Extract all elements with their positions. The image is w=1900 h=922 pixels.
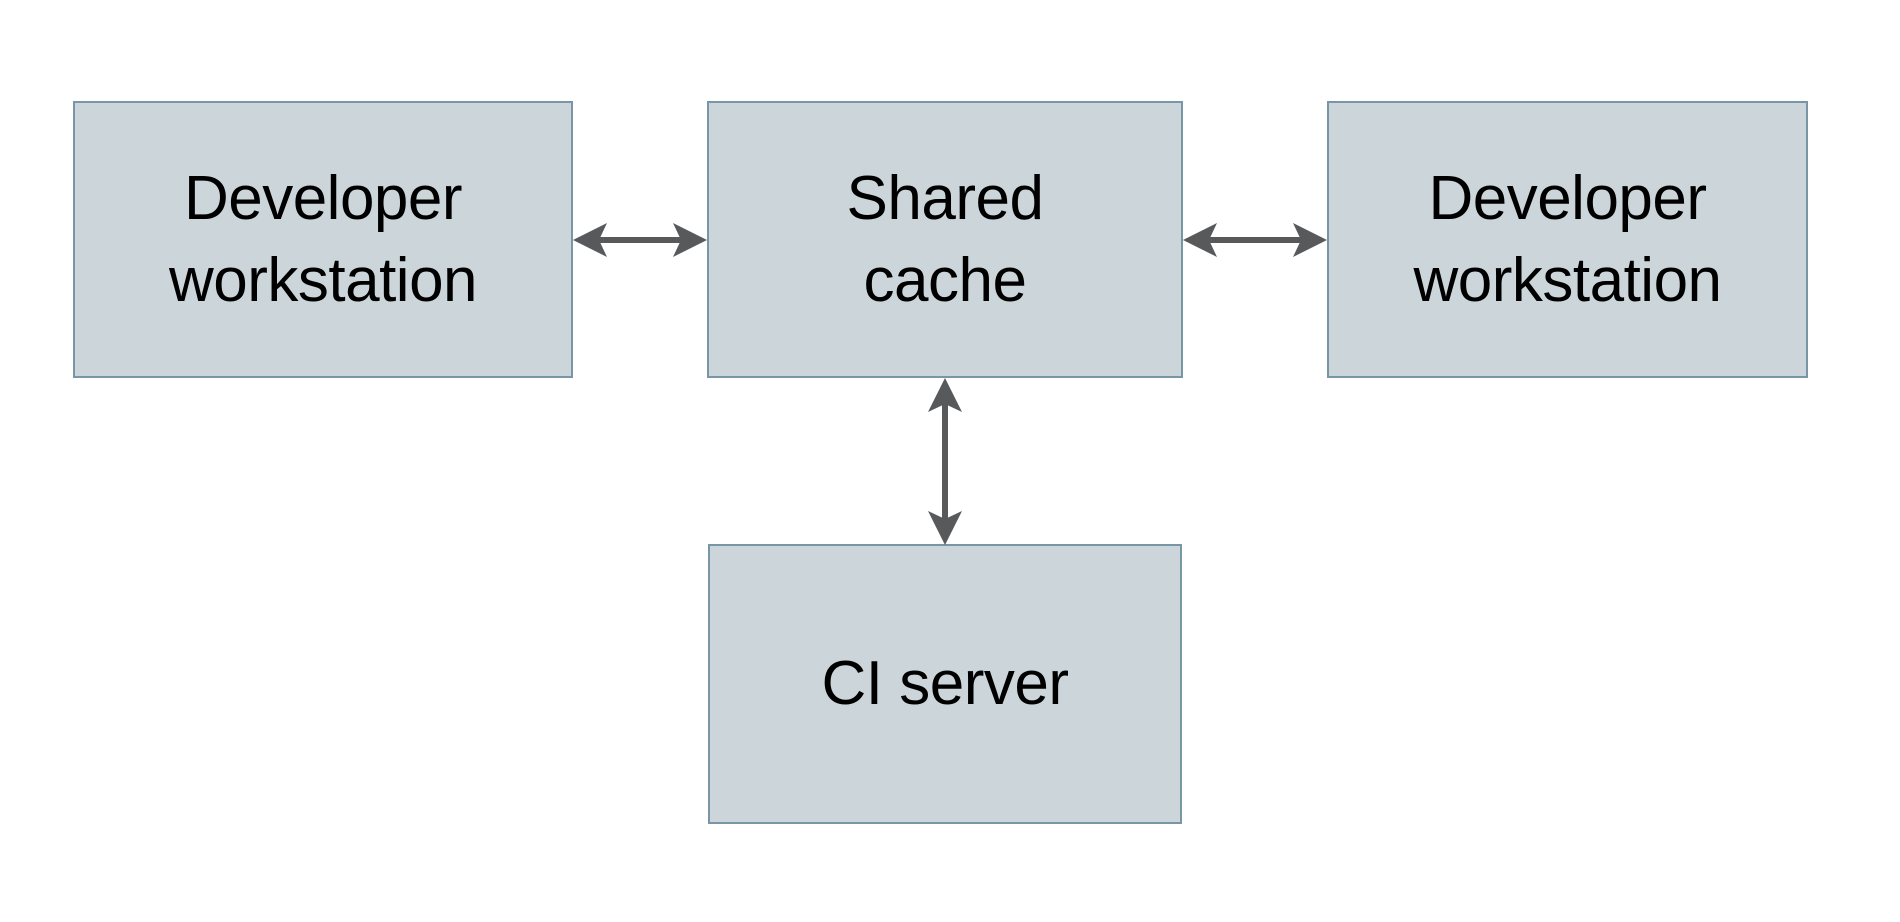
arrowhead-up <box>928 378 962 412</box>
node-label: Developer workstation <box>1413 163 1722 315</box>
node-shared-cache[interactable]: Shared cache <box>707 101 1183 378</box>
arrowhead-down <box>928 511 962 545</box>
node-developer-workstation-left[interactable]: Developer workstation <box>73 101 573 378</box>
node-label: CI server <box>821 649 1069 719</box>
edge-shared-cache-to-dev-right <box>1183 206 1327 274</box>
node-ci-server[interactable]: CI server <box>708 544 1182 824</box>
node-label: Shared cache <box>846 163 1044 315</box>
edge-shared-cache-to-ci-server <box>911 378 979 545</box>
edge-dev-left-to-shared-cache <box>573 206 707 274</box>
node-label: Developer workstation <box>168 163 478 315</box>
arrowhead-left <box>1183 223 1217 257</box>
arrowhead-right <box>1293 223 1327 257</box>
arrowhead-left <box>573 223 607 257</box>
node-developer-workstation-right[interactable]: Developer workstation <box>1327 101 1808 378</box>
arrowhead-right <box>673 223 707 257</box>
